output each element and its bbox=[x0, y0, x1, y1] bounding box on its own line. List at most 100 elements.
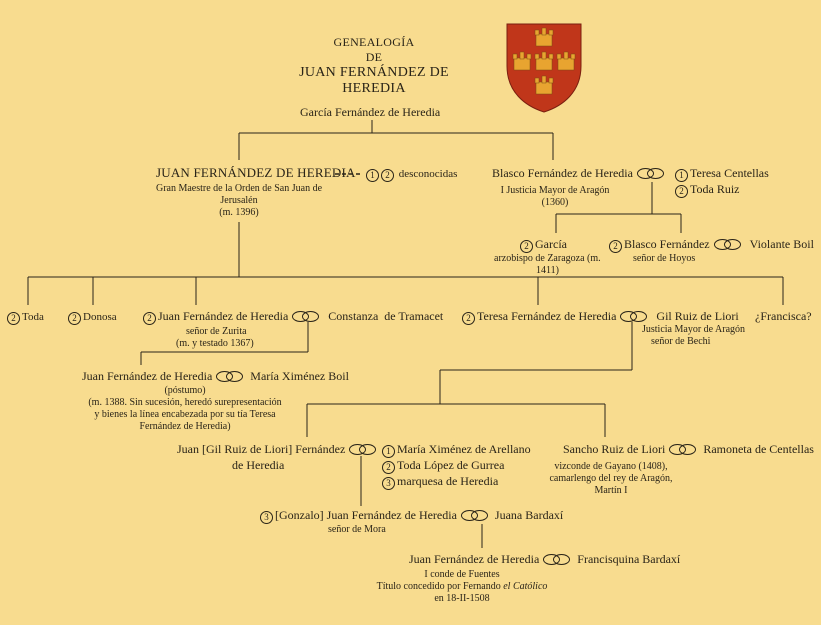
spouse-number-icon: 2 bbox=[381, 169, 394, 182]
marriage-rings-icon bbox=[216, 371, 244, 382]
juan-gil-name-1: Juan [Gil Ruiz de Liori] Fernández bbox=[177, 442, 346, 456]
marriage-rings-icon bbox=[349, 444, 377, 455]
person-gonzalo: 3[Gonzalo] Juan Fernández de Heredia Juan… bbox=[260, 509, 563, 524]
person-juan-postumo: Juan Fernández de Heredia María Ximénez B… bbox=[82, 370, 349, 383]
juan-fuentes-name: Juan Fernández de Heredia bbox=[409, 552, 540, 566]
spouse-number-icon: 2 bbox=[68, 312, 81, 325]
juan-fuentes-spouse: Francisquina Bardaxí bbox=[577, 552, 681, 566]
sancho-desc-1: vizconde de Gayano (1408), bbox=[554, 461, 668, 472]
juan-gm-desc-1: Gran Maestre de la Orden de San Juan de bbox=[155, 183, 323, 194]
sancho-desc-3: Martín I bbox=[594, 485, 628, 496]
marriage-rings-icon bbox=[543, 554, 571, 565]
garcia-arz-desc-2: 1411) bbox=[536, 265, 559, 276]
person-juan-gran-maestre: JUAN FERNÁNDEZ DE HEREDIA bbox=[156, 165, 356, 180]
gil-desc-1: Justicia Mayor de Aragón bbox=[642, 324, 746, 335]
person-blasco: Blasco Fernández de Heredia bbox=[492, 167, 667, 180]
title-line-3: JUAN FERNÁNDEZ DE HEREDIA bbox=[299, 65, 449, 96]
blasco-spouse-1-name: Teresa Centellas bbox=[690, 166, 769, 180]
sancho-name: Sancho Ruiz de Liori bbox=[563, 442, 666, 456]
blasco-name: Blasco Fernández de Heredia bbox=[492, 166, 633, 180]
juan-postumo-desc-3: y bienes la línea encabezada por su tía … bbox=[94, 409, 276, 420]
juan-gil-name-2: de Heredia bbox=[232, 458, 285, 472]
blasco-desc-1: I Justicia Mayor de Aragón bbox=[500, 185, 610, 196]
garcia-arz-desc-1: arzobispo de Zaragoza (m. bbox=[494, 253, 601, 264]
juan-postumo-desc-2: (m. 1388. Sin sucesión, heredó sureprese… bbox=[88, 397, 282, 408]
gonzalo-spouse: Juana Bardaxí bbox=[494, 508, 564, 522]
juan-fuentes-desc-2a: Título concedido por Fernando bbox=[376, 581, 504, 592]
spouse-number-icon: 3 bbox=[260, 511, 273, 524]
teresa-spouse: Gil Ruiz de Liori bbox=[656, 309, 739, 323]
marriage-rings-icon bbox=[713, 239, 741, 250]
sancho-desc-2: camarlengo del rey de Aragón, bbox=[549, 473, 673, 484]
spouse-number-icon: 2 bbox=[382, 461, 395, 474]
coat-of-arms-icon bbox=[506, 23, 582, 113]
spouse-number-icon: 3 bbox=[382, 477, 395, 490]
juan-fuentes-desc-3: en 18-II-1508 bbox=[434, 593, 490, 604]
spouse-number-icon: 2 bbox=[143, 312, 156, 325]
person-sancho: Sancho Ruiz de Liori Ramoneta de Centella… bbox=[563, 443, 814, 456]
blasco-jr-spouse: Violante Boil bbox=[749, 237, 814, 251]
unknown-spouses-label: desconocidas bbox=[398, 168, 458, 180]
juan-gm-desc-3: (m. 1396) bbox=[219, 207, 259, 218]
juan-fuentes-desc-2b: el Católico bbox=[503, 581, 548, 592]
juan-postumo-desc-1: (póstumo) bbox=[164, 385, 206, 396]
spouse-number-icon: 2 bbox=[520, 240, 533, 253]
juan-gil-spouse-2-name: Toda López de Gurrea bbox=[397, 458, 505, 472]
spouse-number-icon: 2 bbox=[675, 185, 688, 198]
person-juan-fuentes: Juan Fernández de Heredia Francisquina Ba… bbox=[409, 553, 680, 566]
toda-name: Toda bbox=[22, 311, 44, 323]
person-garcia-root: García Fernández de Heredia bbox=[300, 105, 441, 119]
juan-zurita-name: Juan Fernández de Heredia bbox=[158, 309, 289, 323]
spouse-number-icon: 2 bbox=[7, 312, 20, 325]
blasco-desc-2: (1360) bbox=[541, 197, 569, 208]
marriage-rings-icon bbox=[460, 510, 488, 521]
title-line-1: GENEALOGÍA bbox=[333, 35, 415, 49]
sancho-spouse: Ramoneta de Centellas bbox=[703, 442, 814, 456]
juan-postumo-desc-4: Fernández de Heredia) bbox=[139, 421, 231, 432]
gonzalo-name: [Gonzalo] Juan Fernández de Heredia bbox=[275, 508, 457, 522]
juan-postumo-spouse: María Ximénez Boil bbox=[250, 369, 349, 383]
title-line-2: DE bbox=[365, 50, 383, 64]
person-francisca: ¿Francisca? bbox=[755, 309, 812, 323]
gonzalo-desc: señor de Mora bbox=[328, 524, 386, 535]
juan-gil-spouse-3-name: marquesa de Heredia bbox=[397, 474, 499, 488]
spouse-number-icon: 2 bbox=[609, 240, 622, 253]
person-juan-gil: Juan [Gil Ruiz de Liori] Fernández bbox=[177, 443, 379, 456]
juan-postumo-name: Juan Fernández de Heredia bbox=[82, 369, 213, 383]
spouse-number-icon: 2 bbox=[462, 312, 475, 325]
juan-fuentes-desc-2: Título concedido por Fernando el Católic… bbox=[352, 582, 572, 592]
blasco-jr-desc: señor de Hoyos bbox=[633, 253, 696, 264]
blasco-spouse-2-name: Toda Ruiz bbox=[690, 182, 740, 196]
gil-desc-2: señor de Bechi bbox=[651, 336, 711, 347]
juan-zurita-desc-2: (m. y testado 1367) bbox=[176, 338, 254, 349]
juan-gil-spouse-1-name: María Ximénez de Arellano bbox=[397, 442, 531, 456]
juan-fuentes-desc-1: I conde de Fuentes bbox=[424, 569, 500, 580]
juan-zurita-desc-1: señor de Zurita bbox=[186, 326, 247, 337]
spouse-number-icon: 1 bbox=[675, 169, 688, 182]
marriage-rings-icon bbox=[620, 311, 648, 322]
marriage-rings-icon bbox=[292, 311, 320, 322]
blasco-jr-name: Blasco Fernández bbox=[624, 237, 710, 251]
marriage-rings-icon bbox=[636, 168, 664, 179]
spouse-number-icon: 1 bbox=[382, 445, 395, 458]
garcia-arz-name: García bbox=[535, 237, 567, 251]
marriage-rings-icon bbox=[669, 444, 697, 455]
juan-zurita-spouse: Constanza de Tramacet bbox=[328, 309, 444, 323]
teresa-name: Teresa Fernández de Heredia bbox=[477, 309, 617, 323]
spouse-number-icon: 1 bbox=[366, 169, 379, 182]
donosa-name: Donosa bbox=[83, 311, 117, 323]
